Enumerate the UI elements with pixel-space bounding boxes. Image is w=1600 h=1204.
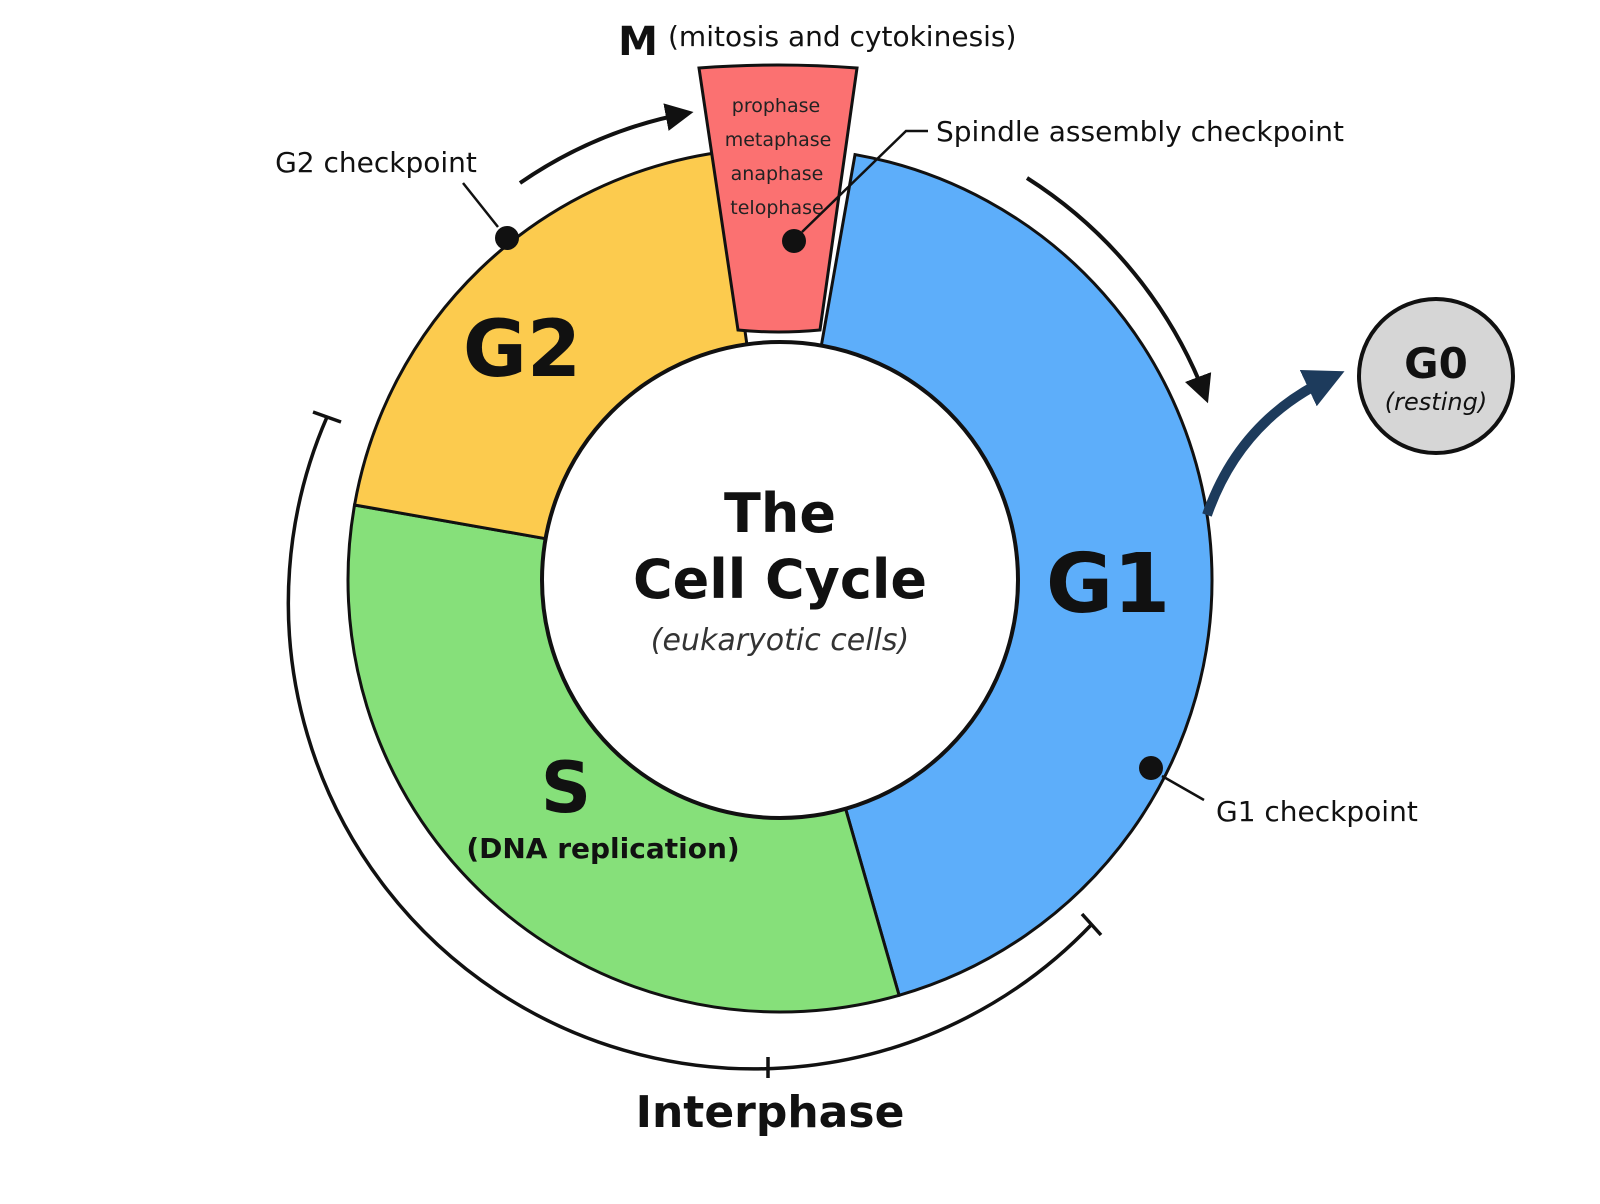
interphase-label: Interphase — [636, 1087, 905, 1138]
g1-label: G1 — [1046, 537, 1170, 632]
s-sublabel: (DNA replication) — [466, 832, 739, 865]
diagram-subtitle: (eukaryotic cells) — [651, 623, 909, 658]
g0-label: G0 — [1404, 339, 1468, 388]
progression-arrow-g2-to-m — [518, 103, 694, 185]
g1-checkpoint-marker — [1139, 756, 1163, 780]
interphase-bracket-end-right — [1080, 912, 1103, 937]
m-phase-wedge — [697, 63, 859, 334]
g1-checkpoint-leader — [1161, 774, 1205, 802]
progression-arrow-m-to-g1 — [1025, 176, 1212, 404]
g2-checkpoint-leader — [462, 182, 499, 228]
center-circle — [540, 340, 1020, 820]
m-letter: M — [618, 19, 658, 65]
spindle-checkpoint-marker — [782, 229, 806, 253]
g2-checkpoint-marker — [495, 226, 519, 250]
diagram-title-line1: The — [724, 482, 836, 545]
g0-exit-arrow — [1202, 370, 1345, 517]
g1-checkpoint-label: G1 checkpoint — [1216, 795, 1418, 828]
g2-label: G2 — [463, 305, 581, 395]
interphase-bracket-end-left — [312, 410, 342, 424]
interphase-bracket-arc — [286, 416, 1094, 1071]
g0-sublabel: (resting) — [1385, 388, 1487, 416]
g0-phase-circle — [1357, 297, 1515, 455]
s-label: S — [541, 747, 591, 829]
m-description: (mitosis and cytokinesis) — [668, 20, 1016, 53]
spindle-checkpoint-label: Spindle assembly checkpoint — [936, 115, 1344, 148]
m-stage-prophase: prophase — [732, 95, 820, 117]
g2-checkpoint-label: G2 checkpoint — [275, 146, 477, 179]
m-stage-anaphase: anaphase — [731, 163, 824, 185]
m-stage-telophase: telophase — [730, 197, 823, 219]
spindle-checkpoint-leader — [801, 129, 928, 233]
m-stage-metaphase: metaphase — [725, 129, 832, 151]
diagram-title-line2: Cell Cycle — [633, 548, 927, 611]
